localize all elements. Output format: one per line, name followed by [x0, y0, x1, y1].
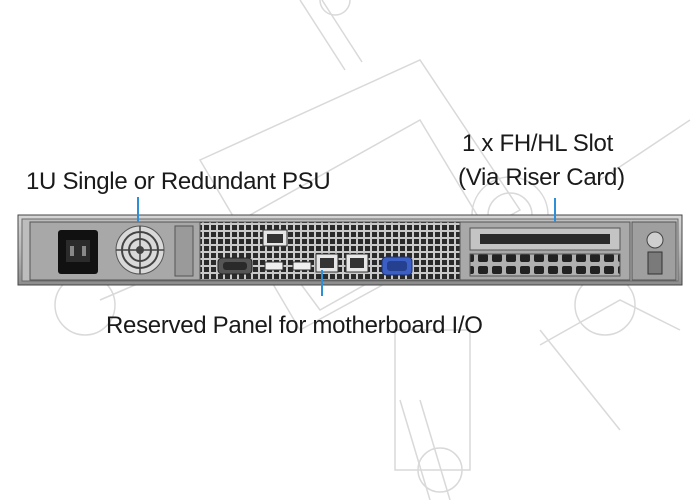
io-panel: [199, 221, 461, 281]
ethernet-port-icon: [315, 253, 369, 273]
io-panel-label: Reserved Panel for motherboard I/O: [106, 312, 483, 339]
psu-label: 1U Single or Redundant PSU: [26, 168, 331, 195]
psu-module: [29, 221, 201, 281]
io-leader-line: [321, 270, 323, 296]
power-inlet-icon: [58, 230, 98, 274]
ethernet-port-icon: [262, 229, 288, 247]
psu-leader-line: [137, 197, 139, 222]
serial-port-icon: [217, 257, 253, 275]
riser-slot-icon: [459, 221, 631, 281]
usb-port-icon: [264, 261, 312, 271]
vga-port-icon: [381, 256, 413, 276]
slot-label-line1: 1 x FH/HL Slot: [462, 130, 613, 157]
slot-leader-line: [554, 198, 556, 222]
fan-grille-icon: [115, 225, 165, 275]
slot-label-line2: (Via Riser Card): [458, 164, 625, 191]
